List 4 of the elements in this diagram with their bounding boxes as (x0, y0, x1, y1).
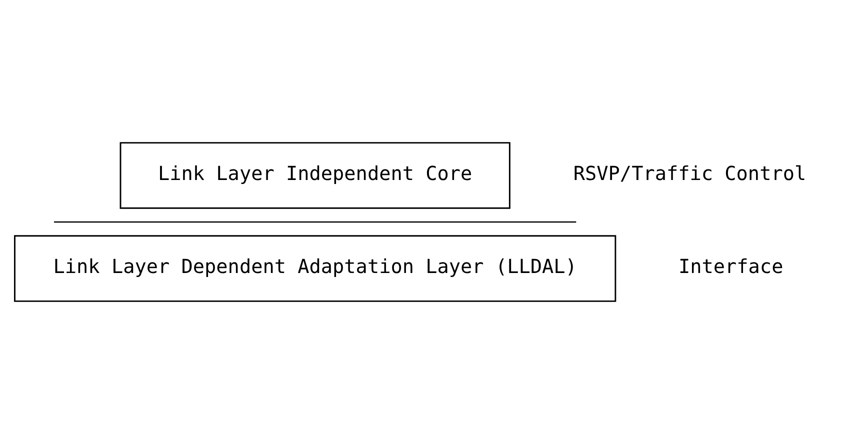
label: RSVP/Traffic Control (573, 162, 806, 186)
node-box: Link Layer Dependent Adaptation Layer (LLDAL) (14, 235, 616, 302)
label: Interface (678, 255, 784, 278)
node-box: Link Layer Independent Core (120, 142, 510, 209)
